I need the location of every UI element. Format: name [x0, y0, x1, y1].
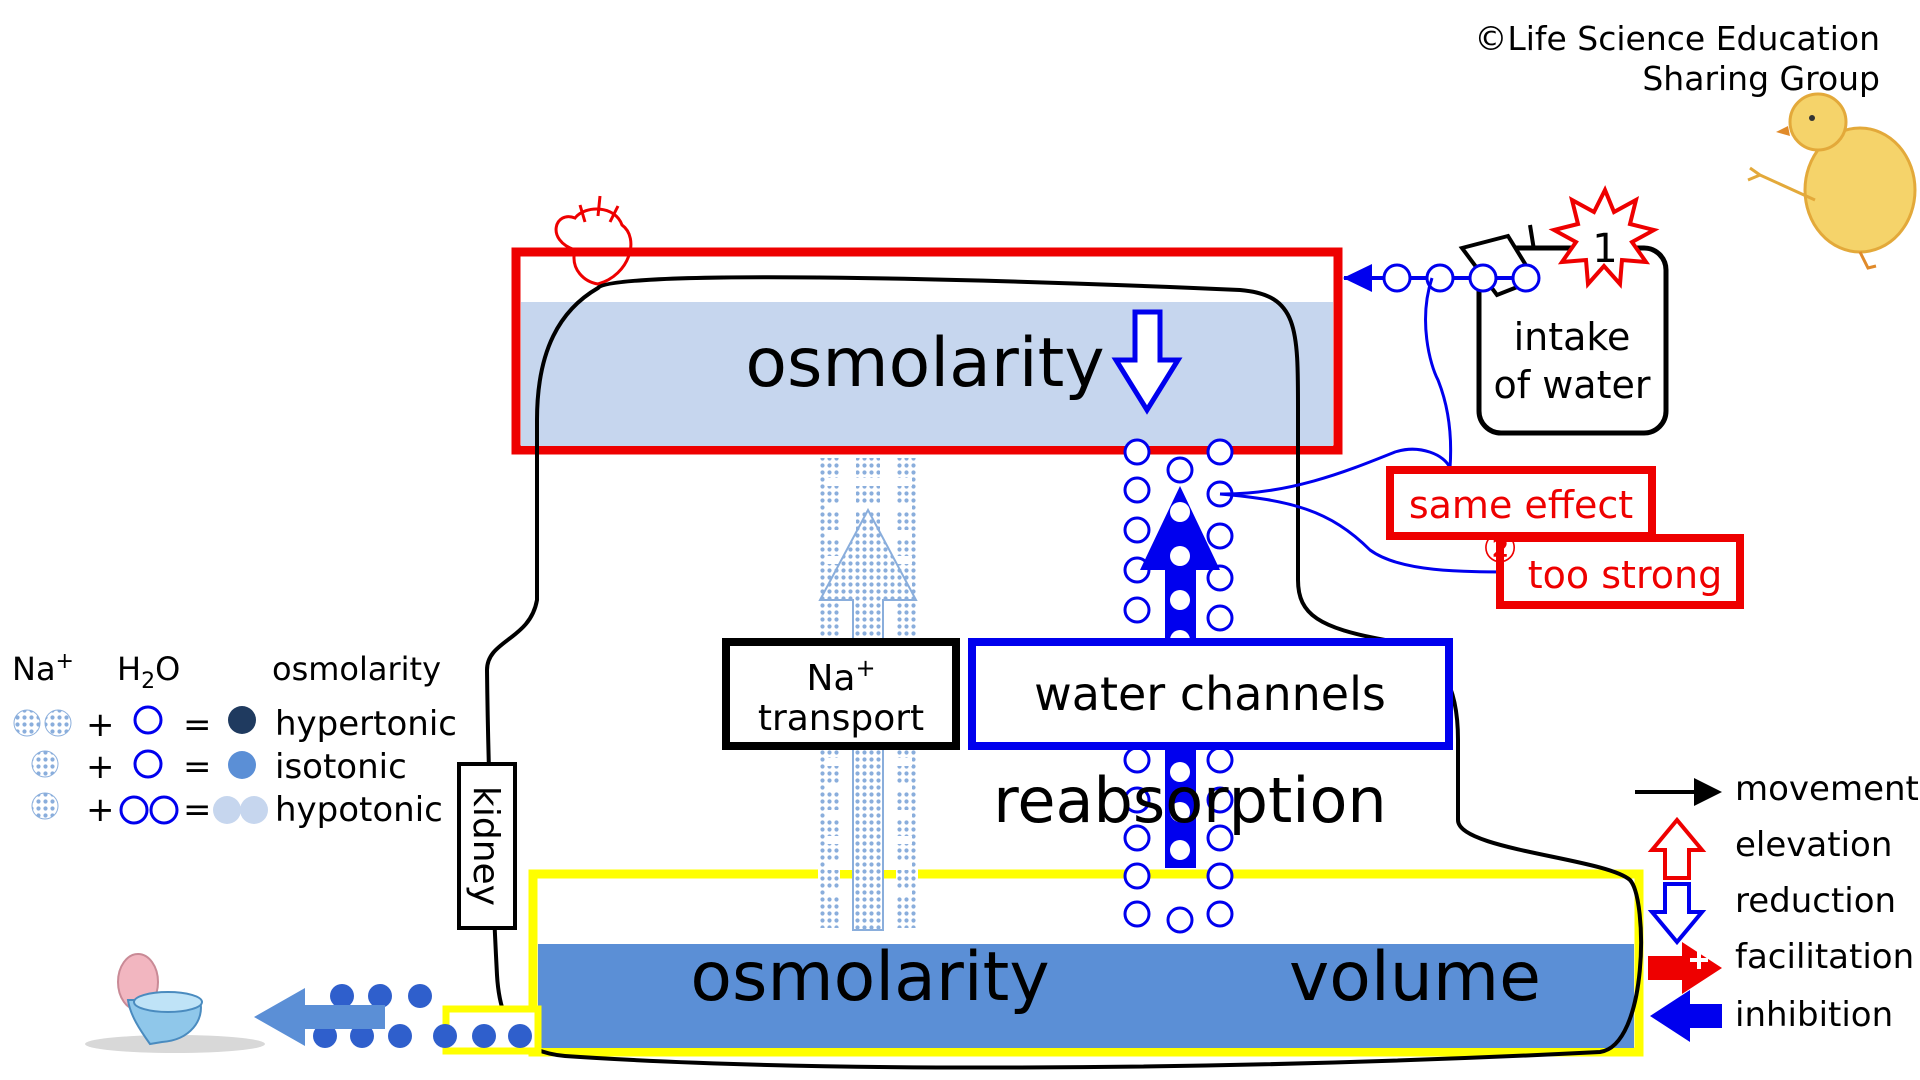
too-strong-label: too strong	[1528, 553, 1722, 597]
legend-inhibition-label: inhibition	[1735, 995, 1893, 1035]
na-transport-na: Na	[806, 658, 855, 699]
credit-line-2: Sharing Group	[1642, 59, 1880, 98]
red-plus-arrow-icon	[1648, 942, 1722, 994]
na-transport-line1: Na+	[806, 654, 875, 699]
urine-movement-arrow	[254, 988, 385, 1046]
key-osmolarity-header: osmolarity	[272, 650, 441, 688]
blue-left-arrow-icon	[1650, 990, 1722, 1042]
water-channels-label: water channels	[1034, 667, 1386, 721]
osmolarity-reduction-arrow	[1111, 309, 1183, 415]
same-effect-label: same effect	[1409, 483, 1633, 527]
key-h2o-header: H2O	[117, 650, 180, 694]
legend-elevation-label: elevation	[1735, 825, 1892, 865]
key-na-sup: +	[56, 649, 74, 674]
bottom-osmolarity-label: osmolarity	[690, 938, 1049, 1017]
top-blood-band	[521, 302, 1333, 446]
water-dot-columns	[1123, 438, 1234, 934]
legend-movement-label: movement	[1735, 769, 1919, 809]
credit-line-1: ©Life Science Education	[1474, 19, 1880, 58]
red-up-arrow-icon	[1647, 816, 1707, 880]
connector-lines	[1219, 277, 1521, 574]
urine-dots	[313, 984, 532, 1048]
intake-line1: intake	[1514, 315, 1631, 359]
chick-icon	[1747, 92, 1917, 270]
key-row-hypertonic: + = hypertonic	[13, 704, 457, 745]
key-row-1-eq: =	[183, 705, 212, 745]
reabsorption-label: reabsorption	[993, 764, 1386, 837]
key-h2o-h: H	[117, 650, 141, 688]
key-row-3-plus: +	[86, 790, 115, 830]
bottom-blood-band	[538, 944, 1634, 1048]
key-h2o-sub: 2	[141, 669, 155, 694]
too-strong-box	[1496, 534, 1744, 609]
key-row-2-plus: +	[86, 747, 115, 787]
na-transport-line2: transport	[758, 698, 924, 739]
toilet-icon	[85, 953, 265, 1053]
na-transport-sup: +	[855, 654, 875, 682]
too-strong-badge: ②	[1482, 526, 1518, 572]
legend-movement: movement	[1635, 769, 1919, 809]
key-row-3-eq: =	[183, 790, 212, 830]
legend-elevation: elevation	[1647, 816, 1892, 880]
key-row-3-label: hypotonic	[275, 790, 443, 830]
kidney-label: kidney	[465, 786, 506, 906]
key-h2o-o: O	[155, 650, 180, 688]
kidney-outline	[484, 275, 1644, 1070]
intake-line2: of water	[1494, 363, 1651, 407]
legend-facilitation-label: facilitation	[1735, 937, 1914, 977]
key-na-header: Na+	[12, 649, 74, 688]
top-osmolarity-label: osmolarity	[745, 324, 1104, 403]
kidney-label-box	[457, 762, 517, 930]
heart-icon	[554, 195, 633, 286]
na-transport-box	[722, 638, 960, 750]
key-row-2-eq: =	[183, 747, 212, 787]
bottom-volume-label: volume	[1289, 938, 1541, 1017]
legend-facilitation: facilitation	[1648, 937, 1914, 994]
key-row-hypotonic: + = hypotonic	[31, 790, 443, 830]
black-arrow-icon	[1635, 778, 1722, 806]
legend-reduction: reduction	[1647, 881, 1896, 946]
key-row-2-label: isotonic	[275, 747, 407, 787]
key-row-1-label: hypertonic	[275, 704, 457, 744]
water-channels-box	[968, 638, 1453, 750]
key-row-1-plus: +	[86, 705, 115, 745]
water-intake-flow	[1343, 263, 1541, 293]
key-row-isotonic: + = isotonic	[31, 747, 407, 787]
blue-down-arrow-icon	[1647, 882, 1707, 946]
legend-inhibition: inhibition	[1650, 990, 1893, 1042]
legend-reduction-label: reduction	[1735, 881, 1896, 921]
key-na-text: Na	[12, 650, 56, 688]
starburst-number: 1	[1592, 226, 1617, 272]
starburst-badge	[1548, 185, 1660, 289]
